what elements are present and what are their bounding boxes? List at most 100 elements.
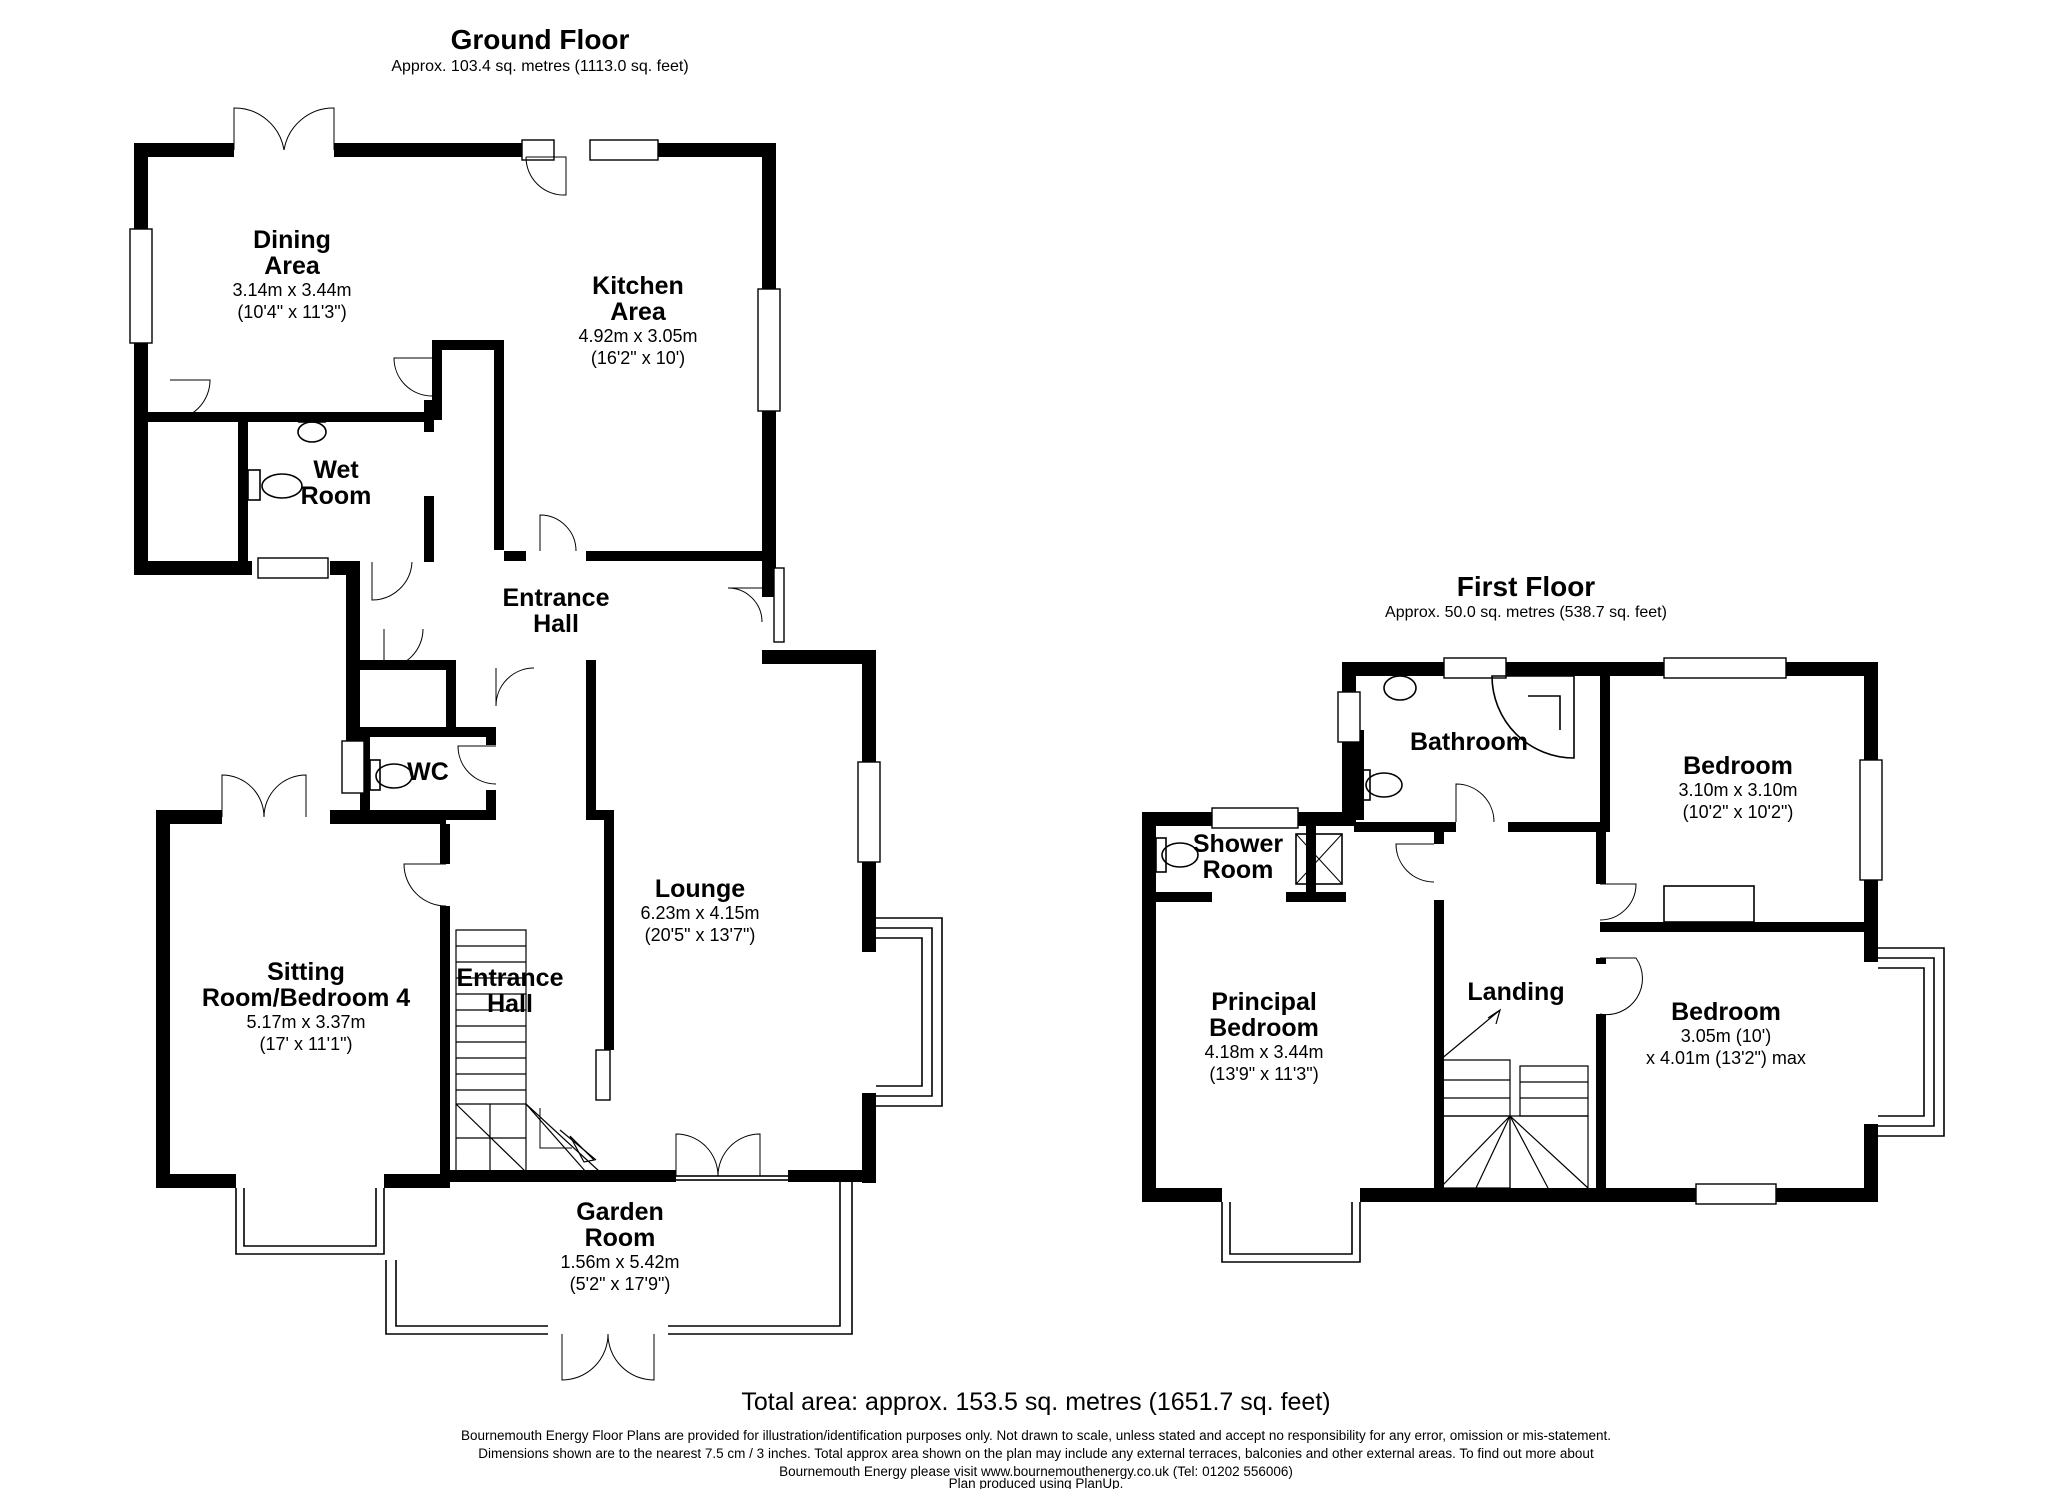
svg-text:Bedroom: Bedroom — [1209, 1014, 1319, 1042]
window — [129, 228, 153, 344]
wall — [1776, 1188, 1878, 1202]
svg-text:(13'9" x 11'3"): (13'9" x 11'3") — [1209, 1064, 1318, 1084]
garden-room-outline — [395, 1180, 841, 1327]
svg-text:Sitting: Sitting — [267, 958, 345, 986]
svg-text:Wet: Wet — [313, 456, 359, 484]
wall — [148, 412, 238, 422]
room-bathroom: Bathroom — [1410, 728, 1528, 756]
wall — [446, 660, 456, 730]
wall — [440, 824, 450, 864]
door — [1599, 883, 1637, 921]
door — [727, 587, 763, 623]
svg-text:Room: Room — [301, 482, 372, 510]
wall — [1156, 892, 1212, 902]
bay-window — [1229, 1202, 1353, 1255]
wall — [1596, 822, 1606, 884]
wall — [330, 810, 446, 824]
wall — [1508, 822, 1610, 832]
wall — [389, 1175, 857, 1181]
wall — [776, 650, 876, 664]
bay-window — [1878, 967, 1925, 1117]
window — [341, 740, 365, 794]
door — [263, 774, 307, 818]
window — [1663, 657, 1787, 679]
wall — [1360, 1188, 1696, 1202]
wall — [586, 810, 604, 820]
svg-text:Hall: Hall — [533, 610, 579, 638]
svg-text:Area: Area — [264, 252, 321, 280]
wall — [1596, 1014, 1606, 1202]
wall — [1342, 662, 1356, 692]
door — [1395, 843, 1435, 883]
wall — [346, 660, 446, 670]
svg-text:Bedroom: Bedroom — [1671, 998, 1781, 1026]
ground-floor-title: Ground Floor — [451, 24, 630, 55]
wall — [134, 343, 148, 575]
door — [169, 379, 211, 421]
bathroom-fixtures — [1359, 675, 1575, 801]
door — [1599, 957, 1643, 1016]
shower-room-fixtures — [1155, 833, 1343, 885]
wall — [862, 1093, 876, 1183]
bay-window — [235, 1188, 385, 1255]
door — [539, 514, 577, 552]
svg-text:(5'2" x 17'9"): (5'2" x 17'9") — [570, 1274, 671, 1294]
disclaimer-line: Bournemouth Energy Floor Plans are provi… — [461, 1428, 1611, 1443]
room-garden-room: Garden Room 1.56m x 5.42m (5'2" x 17'9") — [560, 1198, 679, 1294]
bay-window — [1878, 957, 1935, 1127]
svg-text:Entrance: Entrance — [457, 964, 564, 992]
window — [1695, 1183, 1777, 1205]
first-floor-title: First Floor — [1457, 571, 1596, 602]
svg-text:4.92m x 3.05m: 4.92m x 3.05m — [578, 326, 697, 346]
ground-floor-area: Approx. 103.4 sq. metres (1113.0 sq. fee… — [391, 58, 688, 75]
wall — [1342, 662, 1444, 676]
room-lounge: Lounge 6.23m x 4.15m (20'5" x 13'7") — [640, 875, 759, 945]
bay-window — [1878, 947, 1945, 1137]
svg-text:Room: Room — [585, 1224, 656, 1252]
built-in-cupboard — [1663, 885, 1755, 923]
door — [561, 1333, 609, 1381]
wall — [1298, 812, 1356, 826]
wall — [486, 737, 496, 745]
room-kitchen: Kitchen Area 4.92m x 3.05m (16'2" x 10') — [578, 272, 697, 368]
svg-text:Principal: Principal — [1211, 988, 1317, 1016]
door — [495, 667, 535, 707]
room-dining: Dining Area 3.14m x 3.44m (10'4" x 11'3"… — [232, 226, 351, 322]
wall — [1600, 922, 1878, 932]
disclaimer-line: Plan produced using PlanUp. — [949, 1476, 1124, 1489]
svg-text:6.23m x 4.15m: 6.23m x 4.15m — [640, 903, 759, 923]
svg-text:WC: WC — [407, 758, 449, 786]
bay-window — [876, 937, 923, 1087]
wall — [604, 810, 614, 1050]
svg-text:Bedroom: Bedroom — [1683, 752, 1793, 780]
svg-text:(10'2" x 10'2"): (10'2" x 10'2") — [1683, 802, 1794, 822]
wc-fixtures — [369, 759, 413, 791]
wall — [1434, 826, 1444, 844]
disclaimer-line: Dimensions shown are to the nearest 7.5 … — [478, 1446, 1594, 1461]
wall — [762, 650, 776, 664]
room-entrance-hall-lower: Entrance Hall — [457, 964, 564, 1018]
wall — [1306, 824, 1316, 902]
bay-window — [243, 1188, 377, 1247]
window — [757, 288, 781, 412]
wall — [504, 551, 526, 561]
wall — [762, 411, 776, 579]
wall — [424, 496, 434, 562]
garden-room-outline — [385, 1180, 853, 1335]
ground-floor-plan: Dining Area 3.14m x 3.44m (10'4" x 11'3"… — [129, 107, 943, 1381]
room-bedroom-3: Bedroom 3.05m (10') x 4.01m (13'2") max — [1646, 998, 1806, 1068]
door — [525, 156, 567, 196]
wall — [334, 143, 526, 157]
door — [675, 1133, 719, 1177]
door — [233, 107, 285, 151]
wall — [346, 561, 360, 741]
door — [371, 561, 413, 601]
wall — [134, 143, 234, 157]
door — [539, 1108, 572, 1149]
svg-text:Bathroom: Bathroom — [1410, 728, 1528, 756]
wall — [424, 400, 434, 432]
wall — [360, 737, 370, 820]
wall — [432, 340, 504, 350]
wall — [238, 412, 434, 422]
